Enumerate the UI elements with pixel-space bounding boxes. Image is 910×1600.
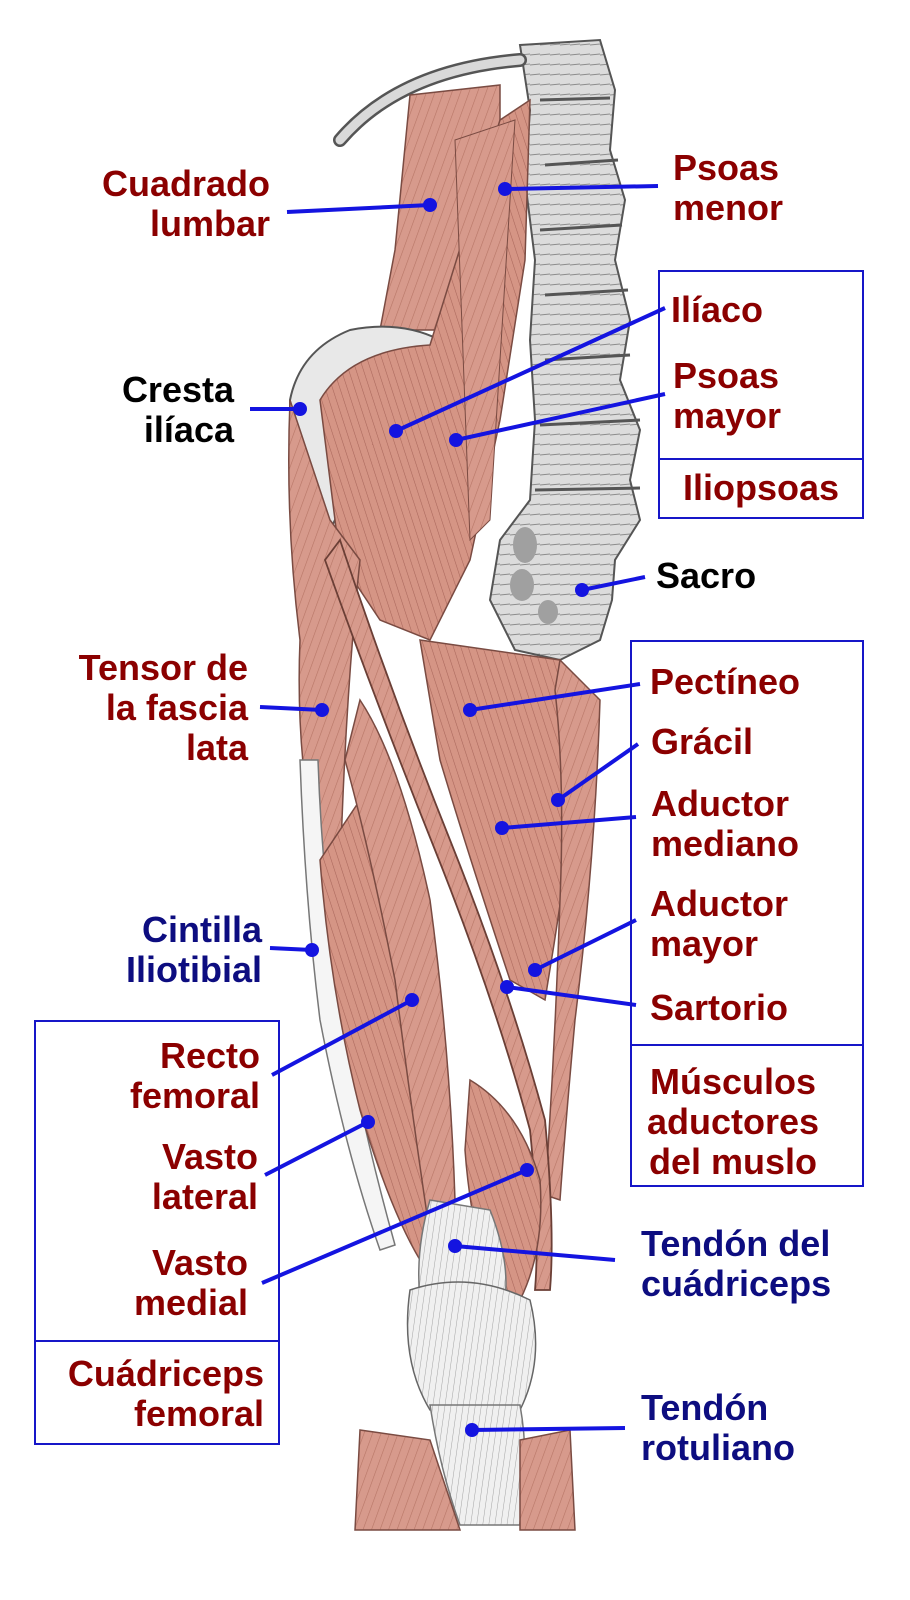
sacrum — [510, 527, 558, 624]
leader-lines — [250, 182, 666, 1437]
label-sacro: Sacro — [656, 555, 757, 596]
iliopsoas-group-divider — [658, 458, 864, 460]
label-sartorio: Sartorio — [650, 987, 789, 1028]
label-gracil: Grácil — [651, 721, 754, 762]
label-pectineo: Pectíneo — [650, 661, 801, 702]
adductors-group-box — [630, 640, 864, 1187]
iliopsoas-group-box — [658, 270, 864, 519]
adductors-group-divider — [630, 1044, 864, 1046]
label-iliopsoas: Iliopsoas — [682, 467, 840, 508]
quadriceps-group-divider — [34, 1340, 280, 1342]
label-iliaco: Ilíaco — [671, 289, 764, 330]
sartorius-shape — [323, 538, 553, 1291]
quadriceps-group-box — [34, 1020, 280, 1445]
patella-shape — [406, 1281, 537, 1411]
